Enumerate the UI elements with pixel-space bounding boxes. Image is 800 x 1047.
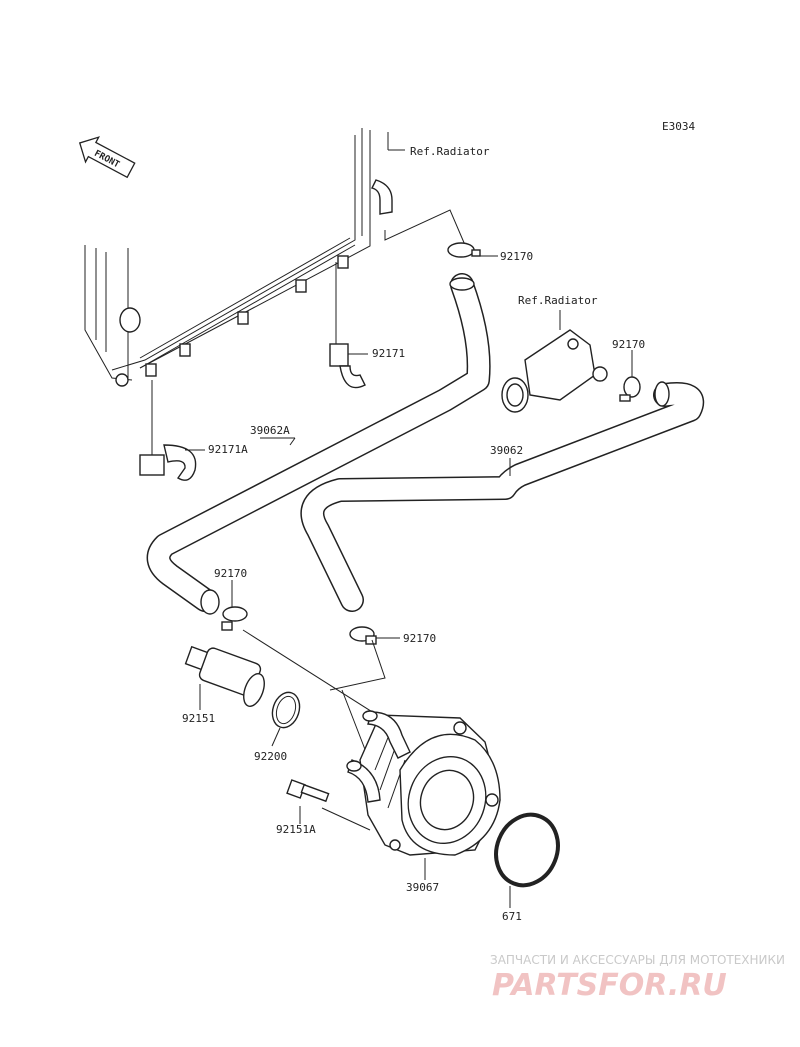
part-label-39062a: 39062A (250, 424, 290, 437)
oil-cooler-39067 (346, 710, 501, 856)
part-label-92151: 92151 (182, 712, 215, 725)
front-arrow-icon: FRONT (78, 136, 136, 179)
part-label-92170-right: 92170 (612, 338, 645, 351)
watermark-line1: ЗАПЧАСТИ И АКСЕССУАРЫ ДЛЯ МОТОТЕХНИКИ (490, 953, 785, 967)
ref-radiator-upper-label: Ref.Radiator (410, 145, 490, 158)
radiator (84, 128, 405, 387)
hose-clamp-mid-low (349, 626, 377, 645)
part-label-92171a: 92171A (208, 443, 248, 456)
clip-92171-upper (329, 343, 366, 389)
hose-39062 (300, 381, 705, 612)
diagram-code: E3034 (662, 120, 695, 133)
gasket-92200 (271, 691, 301, 729)
part-label-92200: 92200 (254, 750, 287, 763)
thermostat-housing (501, 329, 608, 413)
part-label-92171: 92171 (372, 347, 405, 360)
part-label-92170-left-low: 92170 (214, 567, 247, 580)
ref-radiator-right-label: Ref.Radiator (518, 294, 598, 307)
watermark-line2: PARTSFOR.RU (492, 968, 727, 1003)
hose-clamp-right (619, 376, 641, 402)
part-label-671: 671 (502, 910, 522, 923)
clip-92171a-lower (139, 444, 197, 481)
hose-clamp-left-low (221, 606, 248, 631)
hose-39062a (146, 273, 491, 615)
part-label-92151a: 92151A (276, 823, 316, 836)
oring-671 (494, 812, 560, 888)
part-label-39067: 39067 (406, 881, 439, 894)
fitting-92151 (184, 645, 265, 707)
part-label-92170-top: 92170 (500, 250, 533, 263)
hose-clamp-top (447, 242, 481, 258)
part-label-39062: 39062 (490, 444, 523, 457)
part-label-92170-mid-low: 92170 (403, 632, 436, 645)
bolt-92151a (286, 779, 330, 803)
